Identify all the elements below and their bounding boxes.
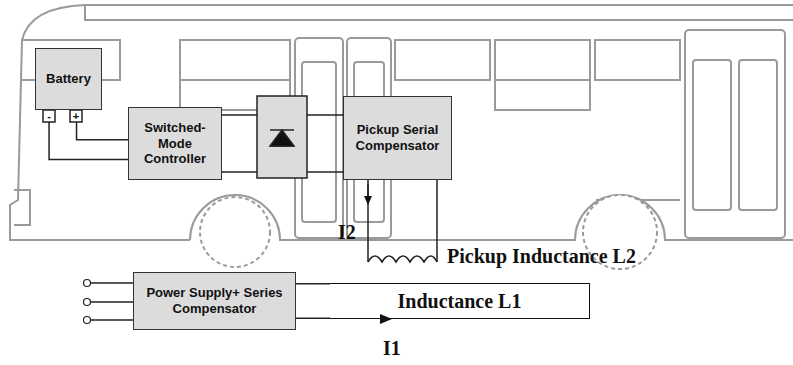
current-label: I1 [383,338,401,358]
compensator-box: Pickup Serial Compensator [343,96,452,180]
controller-box: Switched-Mode Controller [128,107,222,180]
node-text: Power Supply+ Series Compensator [139,285,290,316]
primary-loop: Inductance L1 [330,283,590,319]
wire-connector [296,284,330,319]
node-text: Pickup Serial Compensator [349,122,446,153]
pickup-coil [368,256,437,262]
current-arrow [380,314,392,324]
pickup-wire [368,180,437,262]
node-text: Switched-Mode Controller [134,120,216,167]
battery-box: Battery [35,48,102,110]
node-text: Battery [46,71,91,87]
coil-label: Pickup Inductance L2 [447,246,636,266]
rectifier-box [257,96,307,178]
terminal-sign: - [47,111,51,122]
wire-connector [49,122,128,160]
node-text: Inductance L1 [398,290,522,313]
terminal-sign: + [73,111,79,122]
supply-wire [90,283,133,320]
power-supply-box: Power Supply+ Series Compensator [133,272,296,330]
current-label: I2 [338,222,356,242]
